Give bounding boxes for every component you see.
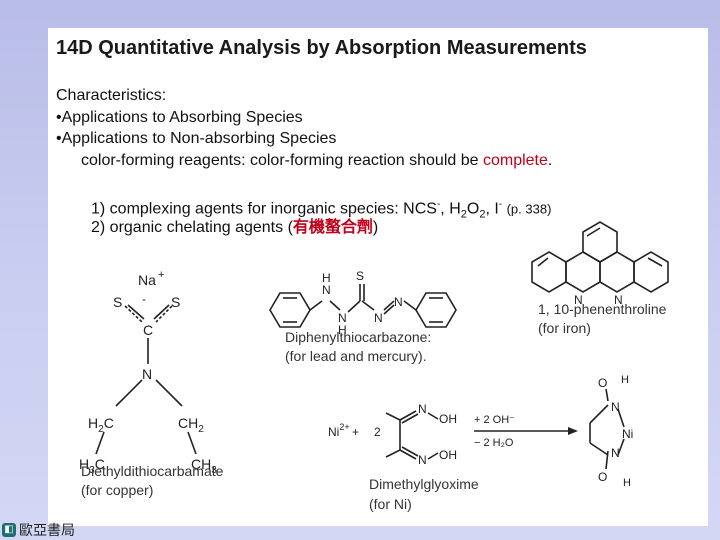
arrow-below-label: − 2 H₂O <box>474 437 514 449</box>
color-forming-text: color-forming reagents: color-forming re… <box>81 152 483 169</box>
h-subscript: 2 <box>460 208 467 221</box>
phenanthroline-use: (for iron) <box>538 320 591 336</box>
complex-n2: N <box>611 446 620 460</box>
publisher-logo: ◧ 歐亞書局 <box>2 521 75 539</box>
dithizone-use: (for lead and mercury). <box>285 348 427 364</box>
characteristics-heading: Characteristics: <box>56 87 167 104</box>
chelating-agents-line: 2) organic chelating agents (有機螯合劑) <box>91 217 378 238</box>
complete-emphasis: complete <box>482 152 548 169</box>
nitrogen-atom: N <box>142 366 152 382</box>
dimethylglyoxime-caption: Dimethylglyoxime <box>369 476 479 492</box>
arrow-above-label: + 2 OH⁻ <box>474 414 515 426</box>
dithizone-n4: N <box>394 295 403 309</box>
complex-o2: O <box>598 470 607 484</box>
h2c-group: H2C <box>88 415 114 435</box>
carbon-atom: C <box>143 322 153 338</box>
complex-n1: N <box>611 400 620 414</box>
ncs-charge: - <box>436 199 441 210</box>
dithizone-h-top: H <box>322 271 331 285</box>
complexing-text: 1) complexing agents for inorganic speci… <box>91 200 437 218</box>
dithiocarbamate-use: (for copper) <box>81 482 154 498</box>
page-reference: (p. 338) <box>506 201 552 217</box>
dithiocarbamate-caption: Diethyldithiocarbamate <box>81 463 224 479</box>
phen-n-left: N <box>574 293 583 307</box>
negative-charge: - <box>142 292 146 306</box>
complexing-agents-line: 1) complexing agents for inorganic speci… <box>91 195 551 225</box>
bullet-absorbing: •Applications to Absorbing Species <box>56 109 303 126</box>
dithizone-caption: Diphenylthiocarbazone: <box>285 329 432 345</box>
sodium-charge: + <box>158 269 164 281</box>
ch2-group: CH2 <box>178 415 204 435</box>
ch3-group: CH3 <box>191 456 217 476</box>
phenanthroline-structure: N N <box>531 221 669 307</box>
dithizone-n1: N <box>322 283 331 297</box>
reaction-plus: + <box>352 425 359 439</box>
color-forming-line: color-forming reagents: color-forming re… <box>81 151 552 171</box>
dithizone-structure: H N N H S N N <box>269 269 457 337</box>
dimethylglyoxime-use: (for Ni) <box>369 496 412 512</box>
dithizone-h-bottom: H <box>338 323 347 337</box>
bullet-non-absorbing: •Applications to Non-absorbing Species <box>56 130 337 147</box>
chelating-text: 2) organic chelating agents ( <box>91 219 293 236</box>
sodium-atom: Na <box>138 272 156 288</box>
complex-h2: H <box>623 477 631 489</box>
h3c-group: H3C <box>79 456 105 476</box>
phenanthroline-caption: 1, 10-phenenthroline <box>538 301 667 317</box>
complex-o1: O <box>598 376 607 390</box>
publisher-mark-icon: ◧ <box>2 523 16 537</box>
complex-nickel: Ni <box>622 427 633 441</box>
dithizone-sulfur: S <box>356 269 364 283</box>
dithizone-n2: N <box>338 311 347 325</box>
dithiocarbamate-structure: Na + S S - C N H2C CH2 H3C CH3 <box>79 269 217 476</box>
reaction-coefficient: 2 <box>374 425 381 439</box>
dmg-n-bottom: N <box>418 453 427 467</box>
period: . <box>547 152 553 169</box>
publisher-name: 歐亞書局 <box>19 523 75 539</box>
iodide-text: , I <box>485 200 499 218</box>
sulfur-right: S <box>171 294 180 310</box>
sulfur-left: S <box>113 294 122 310</box>
nickel-ion: Ni2+ <box>328 422 350 439</box>
iodide-charge: - <box>498 199 503 210</box>
dimethylglyoxime-reaction: Ni2+ + 2 N N OH OH + 2 OH⁻ − 2 H₂O Ni N … <box>328 374 633 489</box>
o-subscript: 2 <box>479 208 486 221</box>
dithizone-n3: N <box>374 311 383 325</box>
phen-n-right: N <box>614 293 623 307</box>
complex-h1: H <box>621 374 629 386</box>
dmg-n-top: N <box>418 402 427 416</box>
chelating-chinese: 有機螯合劑 <box>292 217 373 236</box>
dmg-oh-top: OH <box>439 412 457 426</box>
slide: 14D Quantitative Analysis by Absorption … <box>48 28 708 526</box>
h-text: , H <box>440 200 461 218</box>
slide-title: 14D Quantitative Analysis by Absorption … <box>56 37 587 59</box>
chelating-close: ) <box>372 219 379 236</box>
dmg-oh-bottom: OH <box>439 448 457 462</box>
o-text: O <box>466 200 480 218</box>
